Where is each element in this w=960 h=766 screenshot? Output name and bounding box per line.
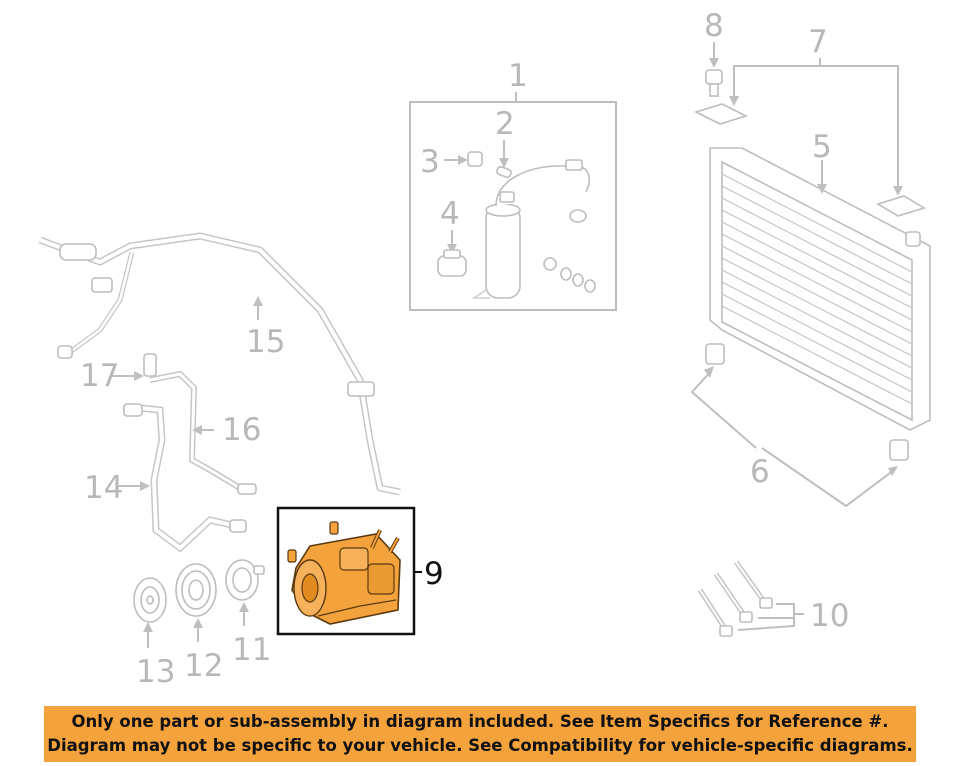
callout-14[interactable]: 14 <box>84 470 123 506</box>
compressor[interactable] <box>287 521 401 625</box>
callout-8[interactable]: 8 <box>704 8 724 44</box>
callout-5[interactable]: 5 <box>812 129 832 165</box>
callout-9[interactable]: 9 <box>424 556 444 592</box>
suction-hose[interactable] <box>123 403 247 553</box>
clutch-coil[interactable] <box>225 559 265 601</box>
callout-11[interactable]: 11 <box>232 632 271 668</box>
callout-6[interactable]: 6 <box>750 454 770 490</box>
callout-7[interactable]: 7 <box>808 24 828 60</box>
condenser[interactable] <box>709 147 931 431</box>
disclaimer-banner: Only one part or sub-assembly in diagram… <box>44 706 916 762</box>
upper-bracket-left[interactable] <box>693 103 749 125</box>
drier-group-box <box>409 101 617 311</box>
bracket-bolt[interactable] <box>705 69 723 97</box>
receiver-drier[interactable] <box>472 159 591 299</box>
callout-4[interactable]: 4 <box>440 196 460 232</box>
disclaimer-line-1: Only one part or sub-assembly in diagram… <box>71 712 889 731</box>
upper-bracket-right[interactable] <box>876 195 926 217</box>
liquid-line[interactable] <box>143 353 257 495</box>
disclaimer-line-2: Diagram may not be specific to your vehi… <box>47 736 913 755</box>
callout-13[interactable]: 13 <box>136 654 175 690</box>
callout-10[interactable]: 10 <box>810 598 849 634</box>
callout-12[interactable]: 12 <box>184 648 223 684</box>
o-rings[interactable] <box>543 209 596 293</box>
callout-2[interactable]: 2 <box>495 106 515 142</box>
drier-plug[interactable] <box>496 165 512 179</box>
drier-clip[interactable] <box>467 151 483 167</box>
pressure-switch[interactable] <box>437 249 467 277</box>
lower-insulator-right[interactable] <box>889 439 909 461</box>
callout-16[interactable]: 16 <box>222 412 261 448</box>
clutch-pulley[interactable] <box>175 563 217 617</box>
discharge-hose[interactable] <box>38 232 401 496</box>
callout-15[interactable]: 15 <box>246 324 285 360</box>
compressor-bolts[interactable] <box>697 560 773 637</box>
clutch-hub[interactable] <box>133 577 167 623</box>
callout-3[interactable]: 3 <box>420 144 440 180</box>
callout-1[interactable]: 1 <box>508 58 528 94</box>
lower-insulator-left[interactable] <box>705 343 725 365</box>
parts-diagram: 1 2 3 4 5 6 7 8 9 10 11 12 13 14 15 16 1… <box>38 8 931 690</box>
